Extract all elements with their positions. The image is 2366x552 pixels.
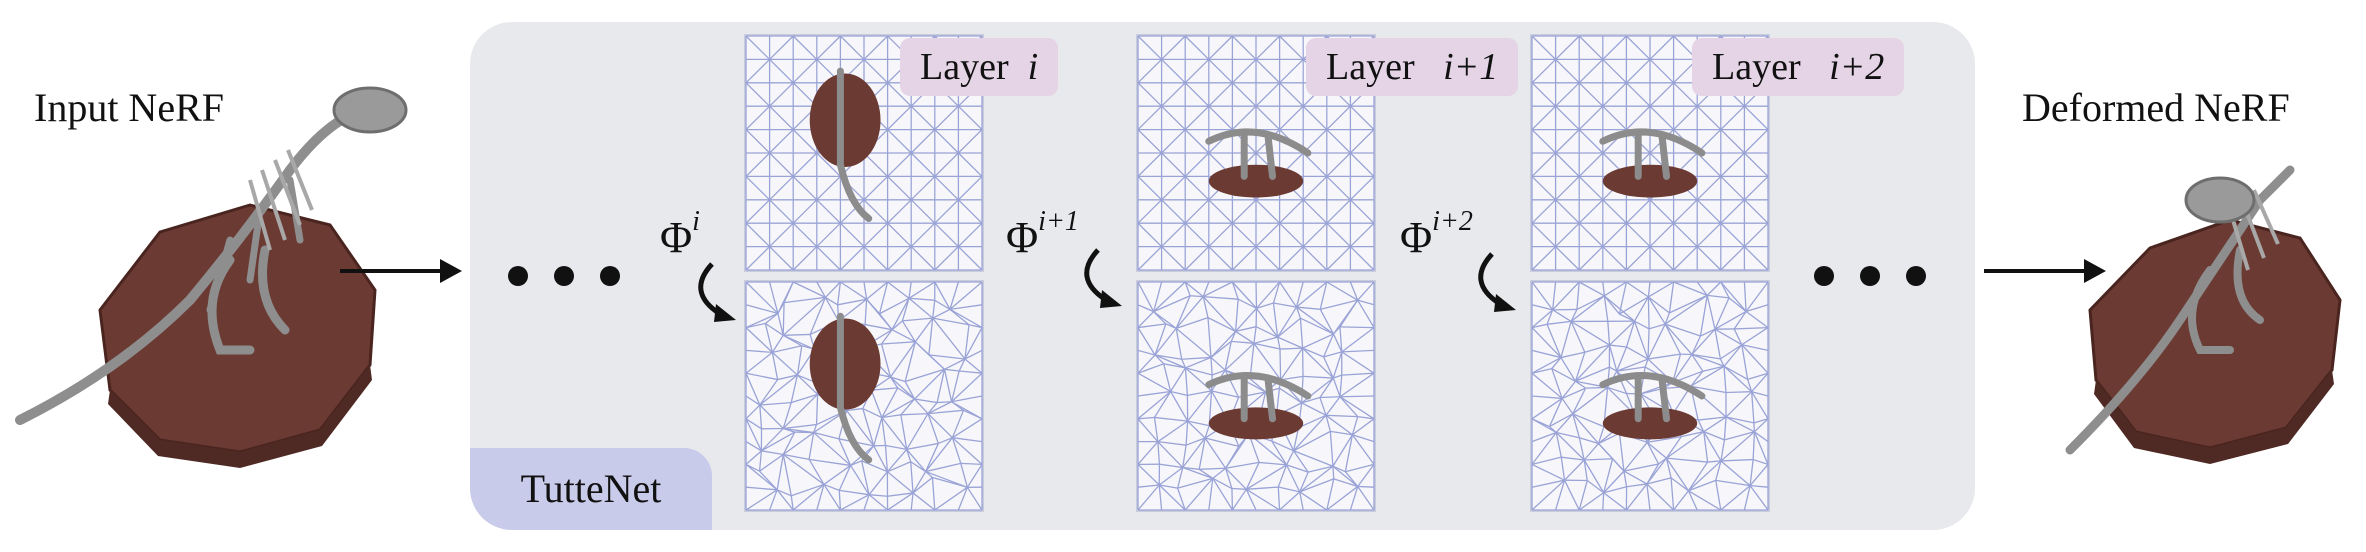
- rotation-arrow-1: [698, 262, 736, 322]
- arrow-out: [1984, 259, 2106, 283]
- bottom-mesh: [1137, 281, 1375, 511]
- ellipsis-dot-left-2: [554, 266, 574, 286]
- layer-2-bottom-grid: [1136, 280, 1376, 512]
- layer-1-tag: Layer i: [900, 38, 1059, 96]
- deformed-skull: [2184, 176, 2256, 224]
- rotation-arrow-3: [1478, 252, 1516, 312]
- ellipsis-dot-right-1: [1814, 266, 1834, 286]
- input-ribs: [248, 149, 314, 251]
- phi-3-label: Φi+2: [1400, 206, 1473, 262]
- input-nerf-label: Input NeRF: [34, 85, 224, 130]
- tuttenet-tag: [470, 448, 712, 530]
- ellipsis-dot-right-2: [1860, 266, 1880, 286]
- arrow-in: [340, 259, 462, 283]
- rotation-arrow-2: [1084, 248, 1122, 308]
- phi-2-label: Φi+1: [1006, 206, 1079, 262]
- top-mesh: [1137, 35, 1375, 271]
- deformed-nerf-label: Deformed NeRF: [2022, 85, 2290, 130]
- layer-3-bottom-grid: [1530, 280, 1770, 512]
- input-nerf-render: [15, 86, 408, 468]
- input-skull: [332, 86, 408, 134]
- layer-3-tag: Layer i+2: [1692, 38, 1905, 96]
- layer-2-tag: Layer i+1: [1306, 38, 1519, 96]
- bottom-mesh: [1531, 281, 1769, 511]
- bottom-mesh: [745, 281, 983, 511]
- layer-1-bottom-grid: [744, 280, 984, 512]
- deformed-skeleton: [2065, 165, 2295, 455]
- layer-3-top-grid: [1530, 34, 1770, 272]
- layer-1-top-grid: [744, 34, 984, 272]
- tuttenet-label: TutteNet: [520, 466, 662, 511]
- ellipsis-dot-left-3: [600, 266, 620, 286]
- deformed-nerf-render: [2065, 165, 2342, 464]
- phi-1-label: Φi: [660, 206, 700, 262]
- ellipsis-dot-left-1: [508, 266, 528, 286]
- ellipsis-dot-right-3: [1906, 266, 1926, 286]
